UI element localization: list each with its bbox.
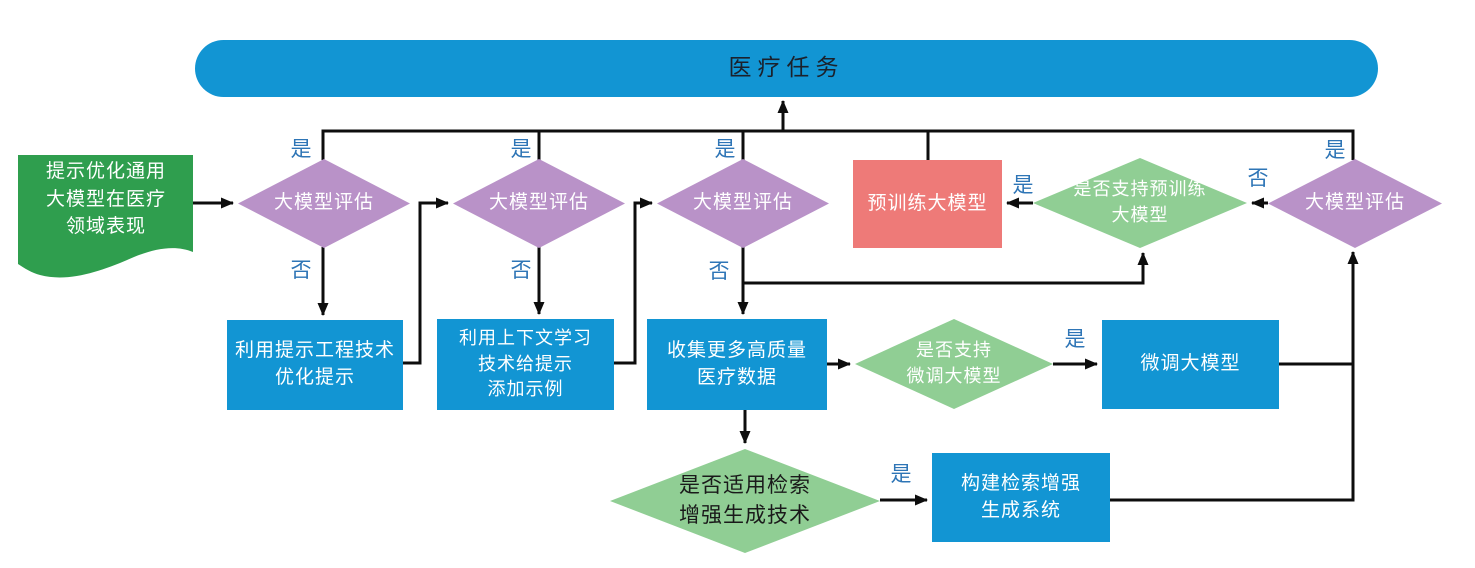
medical-task-label: 医疗任务	[728, 55, 845, 81]
edge-label-eval1-no: 否	[290, 258, 312, 282]
node-prompt-engineering: 利用提示工程技术 优化提示	[227, 320, 403, 410]
start-document-line: 领域表现	[65, 216, 146, 238]
finetune-model-label: 微调大模型	[1140, 353, 1241, 375]
rag-decision-line: 增强生成技术	[679, 503, 811, 527]
in-context-learning-line: 利用上下文学习	[459, 328, 592, 349]
edge-label-eval2-yes: 是	[510, 137, 532, 161]
support-finetune-line: 微调大模型	[906, 366, 1002, 386]
support-pretrain-line: 是否支持预训练	[1073, 179, 1207, 200]
connector-icl-to-eval3	[614, 197, 653, 365]
edge-label-eval2-no: 否	[510, 258, 532, 282]
edge-label-support-pretrain-yes: 是	[1012, 173, 1034, 197]
node-in-context-learning: 利用上下文学习 技术给提示 添加示例	[437, 319, 614, 410]
start-document-line: 大模型在医疗	[45, 188, 166, 210]
eval-2-label: 大模型评估	[488, 192, 589, 214]
eval-3-label: 大模型评估	[692, 192, 793, 214]
node-medical-task: 医疗任务	[195, 40, 1378, 97]
connector-riser-to-eval4	[1110, 251, 1359, 502]
node-start-document: 提示优化通用 大模型在医疗 领域表现	[18, 158, 194, 241]
edge-label-eval1-yes: 是	[290, 137, 312, 161]
node-collect-data: 收集更多高质量 医疗数据	[647, 319, 827, 410]
prompt-engineering-line: 利用提示工程技术	[234, 340, 395, 362]
eval-1-label: 大模型评估	[273, 192, 374, 214]
in-context-learning-line: 技术给提示	[478, 353, 573, 374]
collect-data-line: 医疗数据	[696, 366, 777, 388]
build-rag-system-line: 构建检索增强	[960, 472, 1081, 494]
document-shape-path	[18, 155, 193, 278]
eval-4-label: 大模型评估	[1304, 192, 1405, 214]
collect-data-line: 收集更多高质量	[666, 339, 807, 361]
start-document-line: 提示优化通用	[45, 161, 166, 182]
edge-label-eval3-no: 否	[708, 259, 730, 283]
edge-label-rag-yes: 是	[890, 462, 912, 486]
connector-prompt-to-eval2	[403, 197, 449, 365]
connector-no-branch-to-support-pretrain	[743, 252, 1149, 285]
build-rag-system-line: 生成系统	[980, 499, 1061, 521]
node-finetune-model: 微调大模型	[1102, 320, 1279, 409]
in-context-learning-line: 添加示例	[487, 379, 564, 400]
node-pretrain-model: 预训练大模型	[853, 160, 1002, 248]
edge-label-eval4-yes: 是	[1324, 138, 1346, 162]
connector-yes-bus	[321, 129, 1355, 160]
rag-decision-line: 是否适用检索	[679, 473, 811, 498]
edge-label-eval3-yes: 是	[714, 137, 736, 161]
prompt-engineering-line: 优化提示	[274, 367, 355, 388]
node-build-rag-system: 构建检索增强 生成系统	[932, 453, 1110, 542]
support-pretrain-line: 大模型	[1111, 205, 1169, 225]
node-start-document-shape	[18, 155, 193, 278]
pretrain-model-label: 预训练大模型	[867, 192, 988, 214]
edge-label-finetune-yes: 是	[1064, 327, 1086, 351]
support-finetune-line: 是否支持	[916, 340, 992, 361]
edge-label-eval4-no: 否	[1247, 166, 1269, 190]
